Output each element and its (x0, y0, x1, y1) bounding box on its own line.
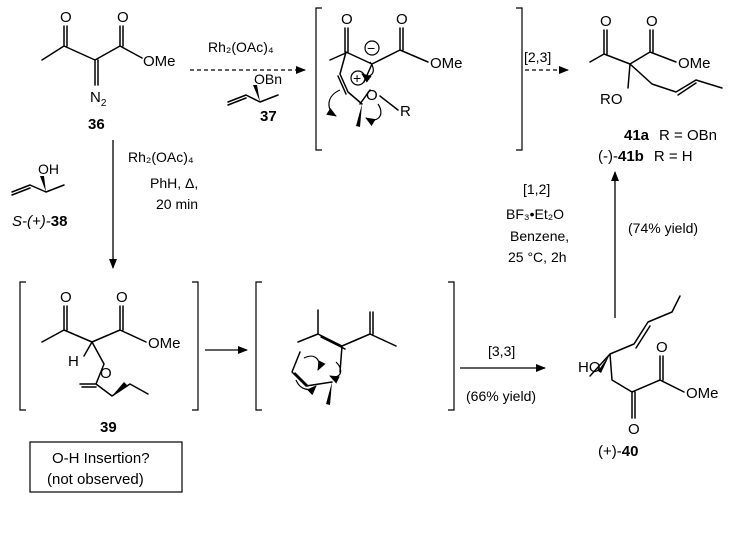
note-line-2: (not observed) (47, 471, 144, 488)
oxonium-charge: + (353, 70, 361, 86)
ketone-oxygen: O (60, 9, 72, 26)
c39-ether-oxygen: O (100, 365, 112, 382)
compound-39-label: 39 (100, 419, 117, 436)
c39-methoxy: OMe (148, 335, 181, 352)
diazo-label: N2 (90, 89, 107, 109)
sigmatropic-23-label: [2,3] (524, 49, 551, 65)
ylide-r-group: R (400, 103, 411, 120)
ylide-ester-oxygen: O (396, 11, 408, 28)
time-condition: 20 min (156, 196, 198, 212)
c40-ketone-oxygen: O (628, 421, 640, 438)
compound-39: O O OMe H O 39 (19, 281, 199, 436)
sigmatropic-12-label: [1,2] (523, 181, 550, 197)
lewis-temp-label: 25 °C, 2h (508, 249, 567, 265)
rh-catalyst-top: Rh₂(OAc)₄ (208, 39, 274, 55)
yield-74-label: (74% yield) (628, 220, 698, 236)
o-h-insertion-note: O-H Insertion? (not observed) (29, 441, 183, 493)
ester-oxygen: O (117, 9, 129, 26)
methoxy-label: OMe (143, 53, 176, 70)
c39-ester-oxygen: O (116, 289, 128, 306)
compound-37-label: 37 (260, 108, 277, 125)
ylide-intermediate: O O OMe − + O R (315, 7, 523, 151)
carbanion-charge: − (367, 40, 375, 56)
c41-methoxy: OMe (678, 55, 711, 72)
compound-36-label: 36 (88, 116, 105, 133)
rh-catalyst-mid: Rh₂(OAc)₄ (128, 149, 194, 165)
ylide-ring-oxygen: O (366, 87, 378, 104)
ylide-ketone-oxygen: O (341, 11, 353, 28)
oh-label: OH (38, 161, 59, 177)
c40-methoxy: OMe (686, 385, 719, 402)
c41-ester-oxygen: O (646, 13, 658, 30)
lewis-solvent-label: Benzene, (510, 228, 569, 244)
c41-ketone-oxygen: O (600, 13, 612, 30)
compound-38-label: S-(+)-38 (12, 213, 67, 230)
c40-ester-oxygen: O (656, 339, 668, 356)
lewis-acid-label: BF₃•Et₂O (506, 206, 564, 222)
c39-hydrogen: H (68, 353, 79, 370)
enol-intermediate (255, 281, 455, 411)
compound-40: HO O O OMe (+)-40 (578, 295, 719, 460)
c39-ketone-oxygen: O (60, 289, 72, 306)
yield-66-label: (66% yield) (466, 388, 536, 404)
c41-ro-label: RO (600, 91, 623, 108)
compound-37: OBn 37 (227, 71, 282, 125)
note-line-1: O-H Insertion? (52, 450, 150, 467)
compound-40-label: (+)-40 (598, 443, 638, 460)
sigmatropic-33-label: [3,3] (488, 343, 515, 359)
obn-label: OBn (254, 71, 282, 87)
ylide-methoxy: OMe (430, 55, 463, 72)
compound-38: OH S-(+)-38 (11, 161, 67, 230)
compound-36: O O OMe N2 36 (41, 9, 176, 133)
c40-hydroxyl: HO (578, 359, 601, 376)
solvent-condition: PhH, Δ, (150, 175, 198, 191)
